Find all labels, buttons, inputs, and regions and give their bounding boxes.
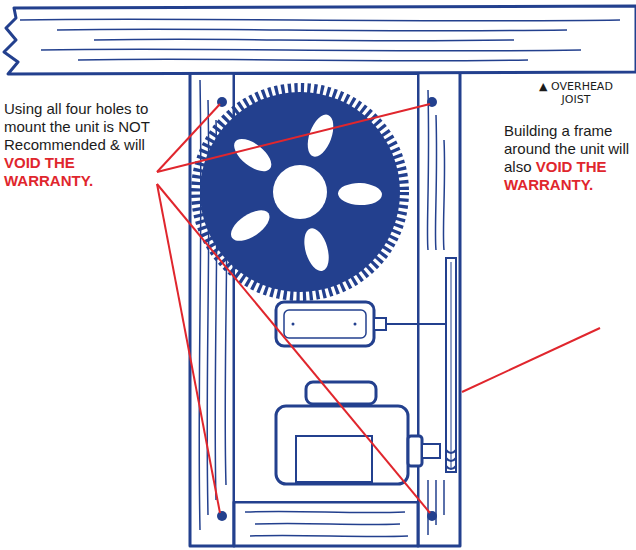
bottom-board [234, 502, 418, 546]
joist-label: ▲ OVERHEAD JOIST [526, 80, 626, 106]
wood-frame [4, 6, 636, 546]
warning-text: VOID THE WARRANTY. [4, 154, 93, 189]
spacer [386, 346, 387, 380]
right-board [418, 70, 460, 546]
note-text: Using all four holes to mount the unit i… [4, 100, 150, 153]
rod [386, 323, 448, 325]
control-box [276, 302, 386, 346]
overhead-joist [4, 6, 636, 74]
wood-grain [20, 19, 620, 536]
mounting-hole [217, 97, 437, 521]
warning-note: Building a frame around the unit will al… [504, 122, 634, 194]
limit-spring [446, 450, 456, 469]
note-text: ▲ OVERHEAD JOIST [539, 80, 613, 106]
limit-rod-line [451, 262, 452, 468]
warning-note: Using all four holes to mount the unit i… [4, 100, 154, 190]
leader-line [157, 104, 600, 513]
limit-rod [446, 258, 456, 472]
motor [276, 382, 440, 484]
